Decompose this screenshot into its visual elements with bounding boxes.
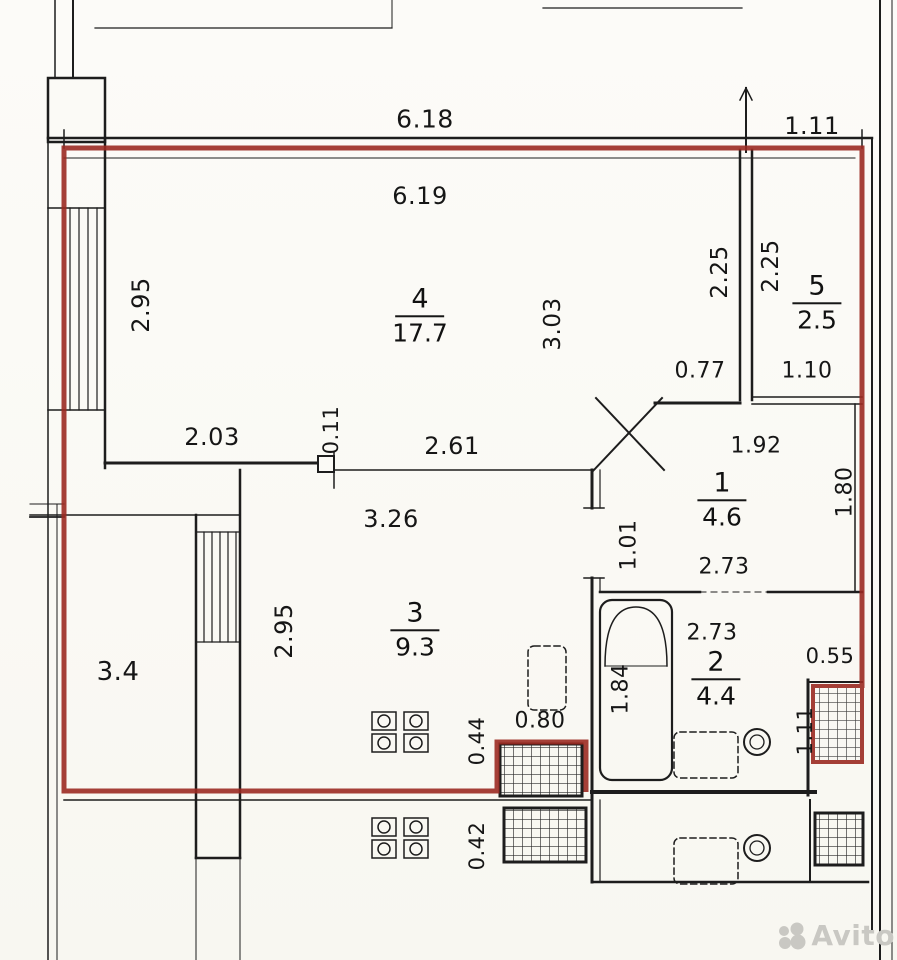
room-number: 1: [697, 468, 747, 501]
room4-bottom-wall: [103, 451, 593, 489]
room-number: 2: [691, 647, 741, 680]
dimension-label: 2.25: [758, 239, 784, 293]
left-column-window: [29, 468, 242, 960]
dimension-label: 6.18: [396, 104, 454, 134]
room4-room5-wall: [738, 148, 754, 402]
dimension-label: 2.61: [424, 432, 480, 460]
dimension-label: 1.10: [781, 358, 833, 384]
duct-block: [813, 811, 865, 867]
room-area: 9.3: [395, 631, 435, 661]
room5-bottom-wall: [653, 396, 863, 405]
dimension-label: 0.77: [674, 358, 726, 384]
wall-linework: [29, 0, 893, 960]
dimension-label: 2.95: [127, 277, 155, 333]
right-wall: [854, 137, 873, 931]
dimension-label: 0.44: [465, 716, 489, 766]
pillar: [46, 76, 107, 144]
dimension-label: 0.55: [805, 644, 855, 668]
duct-block: [498, 742, 584, 798]
door-cross: [590, 396, 666, 474]
dimension-label: 1.80: [832, 466, 858, 518]
left-wall-window: [47, 138, 107, 470]
scan-edge-lines: [29, 0, 893, 960]
dimension-label: 1.84: [608, 663, 634, 715]
vent-shaft-red: [811, 684, 864, 764]
dimension-label: 1.92: [730, 433, 782, 459]
dimension-label: 1.11: [793, 706, 817, 756]
dimension-label: 1.11: [784, 112, 840, 140]
appliance-dashed: [673, 837, 739, 885]
toilet-icon: [743, 834, 771, 862]
duct-block: [502, 806, 588, 864]
dimension-label: 1.01: [616, 519, 642, 571]
dimension-label: 2.95: [270, 603, 298, 659]
toilet-icon: [743, 728, 771, 756]
room-area: 2.5: [797, 304, 837, 334]
dimension-label: 6.19: [392, 182, 448, 210]
dimension-label: 0.11: [319, 405, 343, 455]
bathtub-icon: [598, 598, 674, 782]
neighbor-unit-lines: [590, 793, 870, 884]
dimension-label: 3.4: [96, 657, 140, 687]
room-area: 17.7: [392, 317, 448, 347]
dimension-label: 2.73: [686, 620, 738, 646]
top-wall: [46, 86, 874, 159]
stove-icon: [371, 817, 429, 859]
appliance-dashed: [527, 645, 567, 711]
avito-logo-icon: [779, 922, 806, 949]
stove-icon: [371, 711, 429, 753]
room-area: 4.4: [696, 680, 736, 710]
dimension-label: 0.80: [514, 708, 566, 734]
apartment-boundary-outline: [61, 145, 865, 794]
kitchen-bath-wall: [583, 468, 605, 797]
dimension-label: 3.03: [540, 297, 566, 351]
room-area: 4.6: [702, 501, 742, 531]
avito-watermark: Avito: [776, 919, 895, 952]
watermark-text: Avito: [811, 919, 895, 952]
dimension-label: 3.26: [363, 505, 419, 533]
dimension-label: 2.25: [707, 245, 733, 299]
dimension-label: 2.73: [698, 554, 750, 580]
room-number: 4: [395, 284, 445, 317]
appliance-dashed: [673, 731, 739, 779]
room-number: 5: [792, 271, 842, 304]
room-number: 3: [390, 598, 440, 631]
dimension-label: 0.42: [465, 821, 489, 871]
dimension-label: 2.03: [184, 423, 240, 451]
shaft-walls: [63, 678, 863, 801]
